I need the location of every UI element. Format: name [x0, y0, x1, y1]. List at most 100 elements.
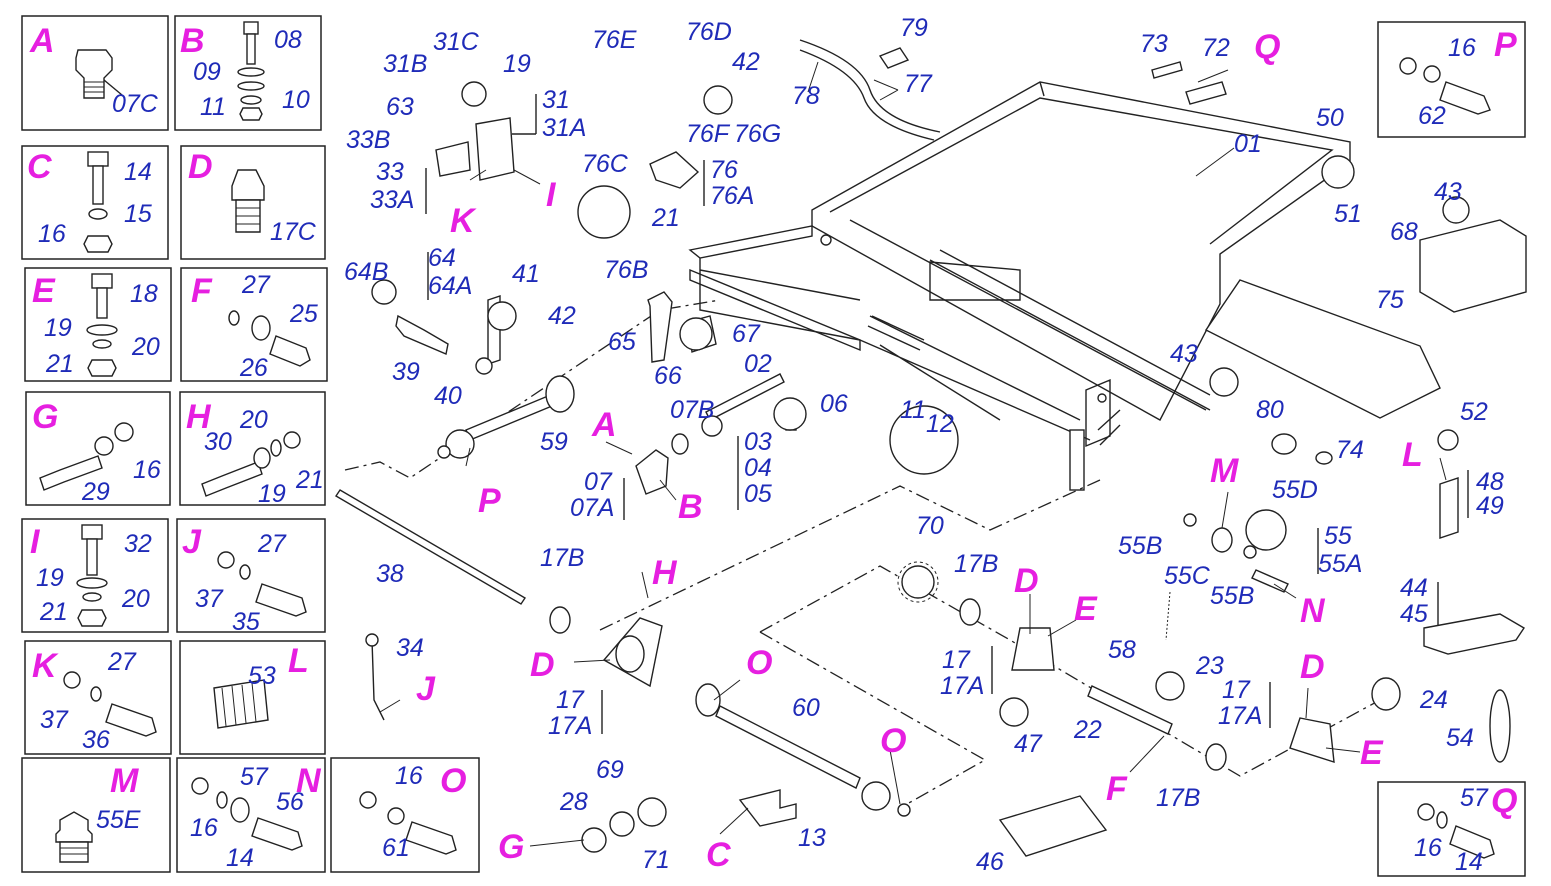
detail-box-p: P 16 62	[1377, 21, 1526, 138]
svg-text:07B: 07B	[670, 396, 714, 424]
detail-letter-b: B	[180, 22, 205, 60]
svg-text:Q: Q	[1254, 28, 1280, 66]
part-label-11: 11	[200, 93, 226, 121]
inset-76g	[703, 85, 733, 115]
svg-text:71: 71	[642, 846, 670, 874]
svg-text:H: H	[652, 554, 678, 592]
svg-text:63: 63	[386, 93, 414, 121]
part-label-27-j: 27	[257, 530, 287, 558]
svg-text:54: 54	[1446, 724, 1474, 752]
svg-text:70: 70	[916, 512, 944, 540]
detail-letter-j: J	[182, 523, 202, 561]
part-label-16: 16	[38, 220, 66, 248]
part-label-14-n: 14	[226, 844, 254, 872]
inset-19	[461, 81, 487, 107]
detail-box-l: L 53	[179, 640, 326, 755]
cover-plate-46	[998, 795, 1108, 857]
shaft-22	[1087, 685, 1173, 735]
detail-box-n: N 16 57 56 14	[176, 757, 326, 873]
svg-text:73: 73	[1140, 30, 1168, 58]
bushing-40	[475, 357, 493, 375]
svg-text:41: 41	[512, 260, 540, 288]
svg-text:46: 46	[976, 848, 1004, 876]
inset-55d	[1245, 509, 1287, 551]
svg-text:31C: 31C	[433, 28, 480, 56]
cable-77	[799, 39, 941, 133]
svg-text:03: 03	[744, 428, 772, 456]
part-label-57: 57	[240, 763, 269, 791]
svg-text:58: 58	[1108, 636, 1136, 664]
jack-stand-65	[647, 291, 673, 363]
svg-text:64: 64	[428, 244, 456, 272]
detail-box-j: J 37 27 35	[176, 518, 326, 636]
inset-64b	[371, 279, 397, 305]
svg-text:G: G	[498, 828, 524, 866]
pillow-block-17-a	[1011, 627, 1055, 671]
svg-text:64A: 64A	[428, 272, 472, 300]
detail-letter-n: N	[296, 762, 322, 800]
detail-box-m: M 55E	[21, 757, 171, 873]
svg-text:05: 05	[744, 480, 772, 508]
part-label-56: 56	[276, 788, 304, 816]
svg-text:51: 51	[1334, 200, 1362, 228]
svg-text:47: 47	[1014, 730, 1043, 758]
svg-text:55B: 55B	[1118, 532, 1162, 560]
part-label-18: 18	[130, 280, 158, 308]
part-label-53: 53	[248, 662, 276, 690]
lever-39	[395, 314, 449, 355]
svg-text:17A: 17A	[940, 672, 984, 700]
detail-letter-m: M	[110, 762, 139, 800]
part-label-16-o: 16	[395, 762, 423, 790]
svg-text:49: 49	[1476, 492, 1504, 520]
svg-text:45: 45	[1400, 600, 1428, 628]
bearing-07b	[671, 433, 689, 455]
svg-text:17A: 17A	[1218, 702, 1262, 730]
bearing-housing-17-bore	[615, 635, 645, 673]
svg-text:77: 77	[904, 70, 933, 98]
part-label-25: 25	[289, 300, 318, 328]
svg-text:M: M	[1210, 452, 1239, 490]
svg-text:N: N	[1300, 592, 1326, 630]
part-label-08: 08	[274, 26, 302, 54]
assembly-centerline-4	[759, 631, 987, 809]
svg-text:76C: 76C	[582, 150, 629, 178]
svg-text:52: 52	[1460, 398, 1488, 426]
svg-text:78: 78	[792, 82, 820, 110]
inset-67	[679, 317, 713, 351]
svg-text:76F: 76F	[686, 120, 731, 148]
detail-box-i: I 32 19 20 21	[21, 518, 169, 633]
svg-text:21: 21	[651, 204, 680, 232]
part-label-29: 29	[81, 478, 110, 506]
svg-text:P: P	[478, 482, 501, 520]
detail-box-q: Q 57 16 14	[1377, 781, 1526, 877]
pillow-block-17-b	[1289, 717, 1335, 763]
clip-34	[371, 639, 385, 721]
inset-52	[1437, 429, 1459, 451]
shaft-38	[335, 489, 526, 605]
svg-text:I: I	[546, 176, 557, 214]
part-label-30: 30	[204, 428, 232, 456]
inset-06	[773, 397, 807, 431]
inset-43-a	[1209, 367, 1239, 397]
detail-letter-a: A	[29, 22, 55, 60]
svg-text:33: 33	[376, 158, 404, 186]
part-label-21-h: 21	[295, 466, 324, 494]
bearing-17b-2	[959, 598, 981, 626]
svg-text:K: K	[450, 202, 477, 240]
part-label-14-q: 14	[1455, 848, 1483, 876]
clamp-79	[878, 47, 910, 69]
part-label-27: 27	[241, 271, 271, 299]
svg-text:F: F	[1106, 770, 1128, 808]
svg-text:C: C	[706, 836, 731, 874]
detail-box-o: O 16 61	[330, 757, 480, 873]
part-label-19-h: 19	[258, 480, 286, 508]
part-label-14: 14	[124, 158, 152, 186]
svg-text:A: A	[591, 406, 617, 444]
svg-text:13: 13	[798, 824, 826, 852]
inset-41	[487, 301, 517, 331]
svg-text:D: D	[530, 646, 555, 684]
inset-47	[999, 697, 1029, 727]
svg-text:76B: 76B	[604, 256, 648, 284]
sprocket-03	[701, 415, 723, 437]
